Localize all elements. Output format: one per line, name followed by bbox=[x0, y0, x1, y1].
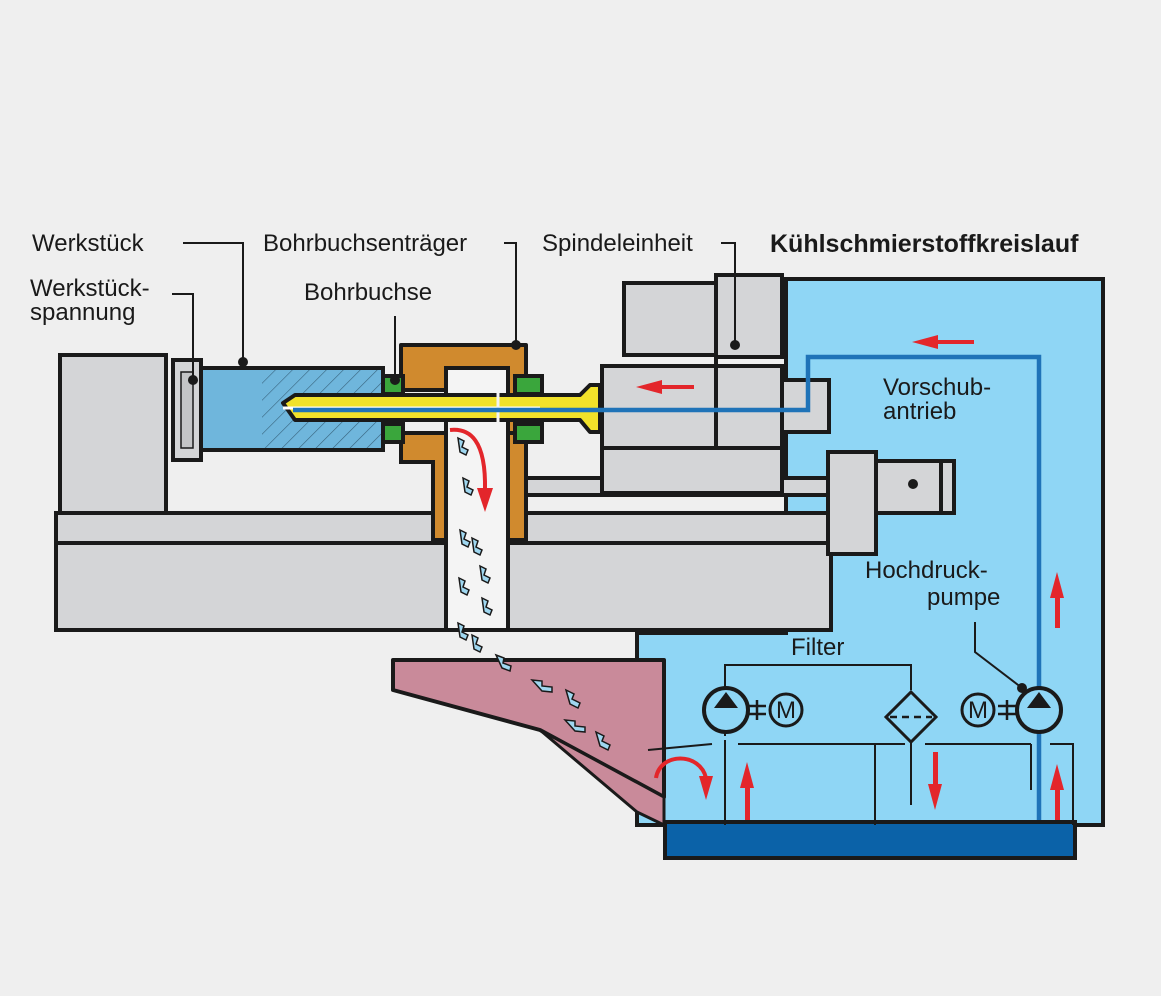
motor-right-label: M bbox=[968, 697, 988, 724]
spindle-body bbox=[600, 364, 784, 450]
label-werkstueckspannung-1: Werkstück- bbox=[30, 275, 150, 302]
flow-arrow-filter-out bbox=[928, 752, 942, 810]
flow-arrow-pump-right bbox=[1050, 764, 1064, 820]
leader-dots bbox=[188, 340, 1027, 693]
flow-arrow-top-line bbox=[912, 335, 974, 349]
drill-bushing-right-bottom bbox=[513, 422, 544, 444]
label-vorschubantrieb-1: Vorschub- bbox=[883, 374, 991, 401]
high-pressure-pump bbox=[960, 686, 1063, 734]
flow-arrow-spindle bbox=[636, 380, 694, 394]
machine-base bbox=[54, 541, 833, 632]
flow-arrow-chute bbox=[449, 427, 493, 512]
coolant-tank bbox=[663, 820, 1077, 860]
label-werkstueck: Werkstück bbox=[32, 230, 145, 257]
label-hochdruckpumpe-1: Hochdruck- bbox=[865, 557, 988, 584]
filter-symbol bbox=[883, 689, 939, 745]
drill-bushing-right-top bbox=[513, 374, 544, 396]
drill-bushing-left-bottom bbox=[381, 422, 405, 444]
flow-arrow-pump-left bbox=[740, 762, 754, 820]
spindle-motor bbox=[622, 281, 720, 357]
diagram-title: Kühlschmierstoffkreislauf bbox=[770, 230, 1079, 258]
flow-arrow-riser bbox=[1050, 572, 1064, 628]
label-hochdruckpumpe-2: pumpe bbox=[927, 584, 1000, 611]
label-bohrbuchse: Bohrbuchse bbox=[304, 279, 432, 306]
feed-drive-flange bbox=[826, 450, 878, 556]
flow-arrow-return bbox=[654, 756, 713, 800]
label-filter: Filter bbox=[791, 634, 844, 661]
label-spindeleinheit: Spindeleinheit bbox=[542, 230, 693, 257]
chips bbox=[457, 436, 611, 752]
label-werkstueckspannung-2: spannung bbox=[30, 299, 135, 326]
coolant-supply-line bbox=[293, 354, 1042, 825]
spindle-rear-shaft bbox=[780, 378, 831, 434]
spindle-housing-upper bbox=[714, 273, 784, 359]
bushing-carrier-lower-right bbox=[506, 431, 528, 542]
label-vorschubantrieb-2: antrieb bbox=[883, 398, 956, 425]
leader-lines bbox=[172, 242, 1023, 689]
motor-left-label: M bbox=[776, 697, 796, 724]
left-column bbox=[58, 353, 168, 515]
coolant-pump-left bbox=[702, 686, 804, 734]
workpiece-clamp-inner bbox=[180, 371, 194, 449]
label-bohrbuchsentraeger: Bohrbuchsenträger bbox=[263, 230, 467, 257]
spindle-carriage bbox=[600, 446, 784, 495]
